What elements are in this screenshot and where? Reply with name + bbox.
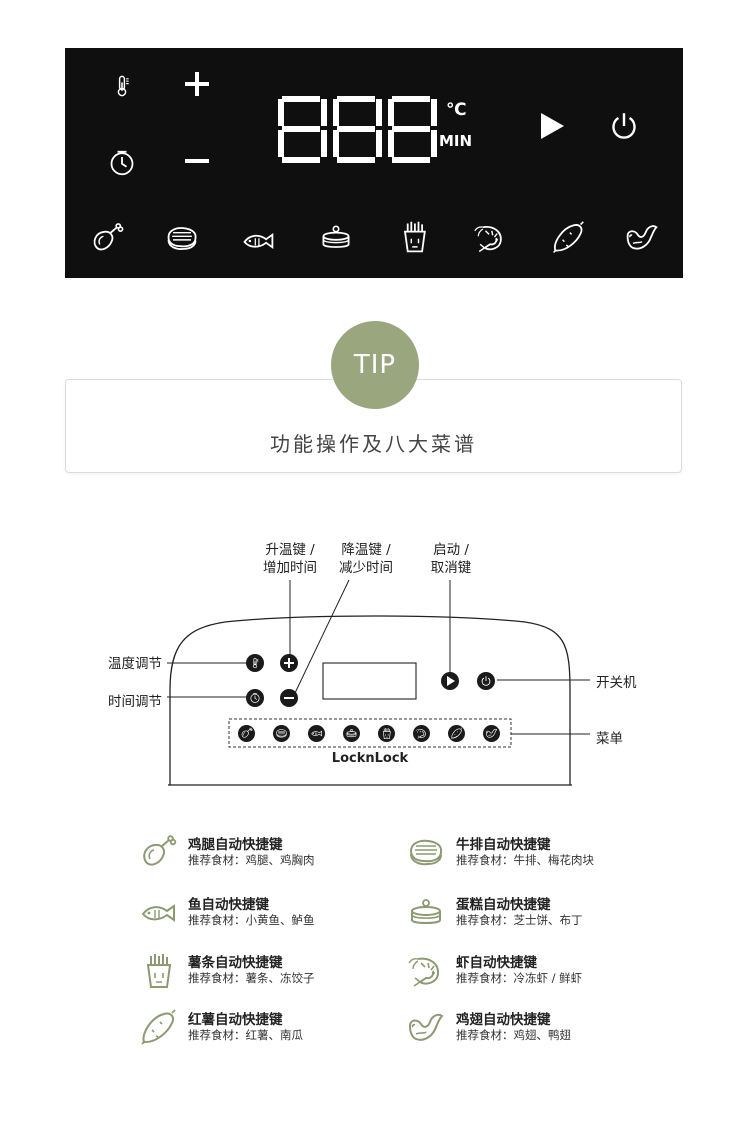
diagram-chicken-wing-icon bbox=[483, 725, 500, 742]
shrimp-icon bbox=[408, 957, 440, 987]
plus-icon[interactable] bbox=[185, 72, 209, 96]
control-panel: ℃ MIN bbox=[65, 48, 683, 278]
callout-temp-down: 降温键 / 减少时间 bbox=[339, 542, 393, 576]
diagram-shrimp-icon bbox=[413, 725, 430, 742]
diagram-power-icon bbox=[477, 672, 495, 690]
diagram-clock-icon bbox=[246, 689, 264, 707]
minus-icon[interactable] bbox=[185, 159, 209, 163]
display-digit bbox=[333, 96, 382, 163]
sweet-potato-icon bbox=[141, 1009, 176, 1045]
display-digit bbox=[388, 96, 437, 163]
label-power: 开关机 bbox=[596, 675, 637, 691]
legend-item: 牛排自动快捷键推荐食材：牛排、梅花肉块 bbox=[406, 833, 666, 873]
unit-min: MIN bbox=[439, 132, 473, 150]
callout-start: 启动 / 取消键 bbox=[430, 542, 472, 576]
diagram-plus-icon bbox=[280, 654, 298, 672]
brand-logo: LocknLock bbox=[331, 751, 409, 766]
diagram-fish-icon bbox=[308, 725, 325, 742]
label-time: 时间调节 bbox=[108, 694, 162, 710]
label-temp: 温度调节 bbox=[108, 656, 162, 672]
diagram-play-icon bbox=[441, 672, 459, 690]
diagram-steak-icon bbox=[273, 725, 290, 742]
steak-icon bbox=[410, 839, 443, 866]
unit-celsius: ℃ bbox=[446, 100, 467, 120]
legend-item: 薯条自动快捷键推荐食材：薯条、冻饺子 bbox=[138, 951, 398, 991]
chicken-wing-icon bbox=[409, 1013, 443, 1041]
legend-item: 鸡腿自动快捷键推荐食材：鸡腿、鸡胸肉 bbox=[138, 833, 398, 873]
display-digit bbox=[278, 96, 327, 163]
play-icon[interactable] bbox=[539, 112, 565, 140]
callout-temp-up: 升温键 / 增加时间 bbox=[263, 542, 317, 576]
fish-icon bbox=[142, 905, 175, 921]
diagram-drumstick-icon bbox=[238, 725, 255, 742]
legend-item: 蛋糕自动快捷键推荐食材：芝士饼、布丁 bbox=[406, 893, 666, 933]
diagram-cake-icon bbox=[343, 725, 360, 742]
diagram-thermometer-icon bbox=[246, 654, 264, 672]
legend-item: 鱼自动快捷键推荐食材：小黄鱼、鲈鱼 bbox=[138, 893, 398, 933]
diagram-minus-icon bbox=[280, 689, 298, 707]
fries-icon bbox=[147, 953, 171, 988]
cake-icon bbox=[411, 899, 441, 924]
tip-badge: TIP bbox=[331, 321, 419, 409]
diagram-fries-icon bbox=[378, 725, 395, 742]
section-title: 功能操作及八大菜谱 bbox=[270, 432, 477, 456]
label-menu: 菜单 bbox=[596, 731, 623, 747]
diagram-sweet-potato-icon bbox=[448, 725, 465, 742]
legend-item: 虾自动快捷键推荐食材：冷冻虾 / 鲜虾 bbox=[406, 951, 666, 991]
legend-item: 红薯自动快捷键推荐食材：红薯、南瓜 bbox=[138, 1008, 398, 1048]
legend-item: 鸡翅自动快捷键推荐食材：鸡翅、鸭翅 bbox=[406, 1008, 666, 1048]
drumstick-icon bbox=[143, 835, 177, 866]
